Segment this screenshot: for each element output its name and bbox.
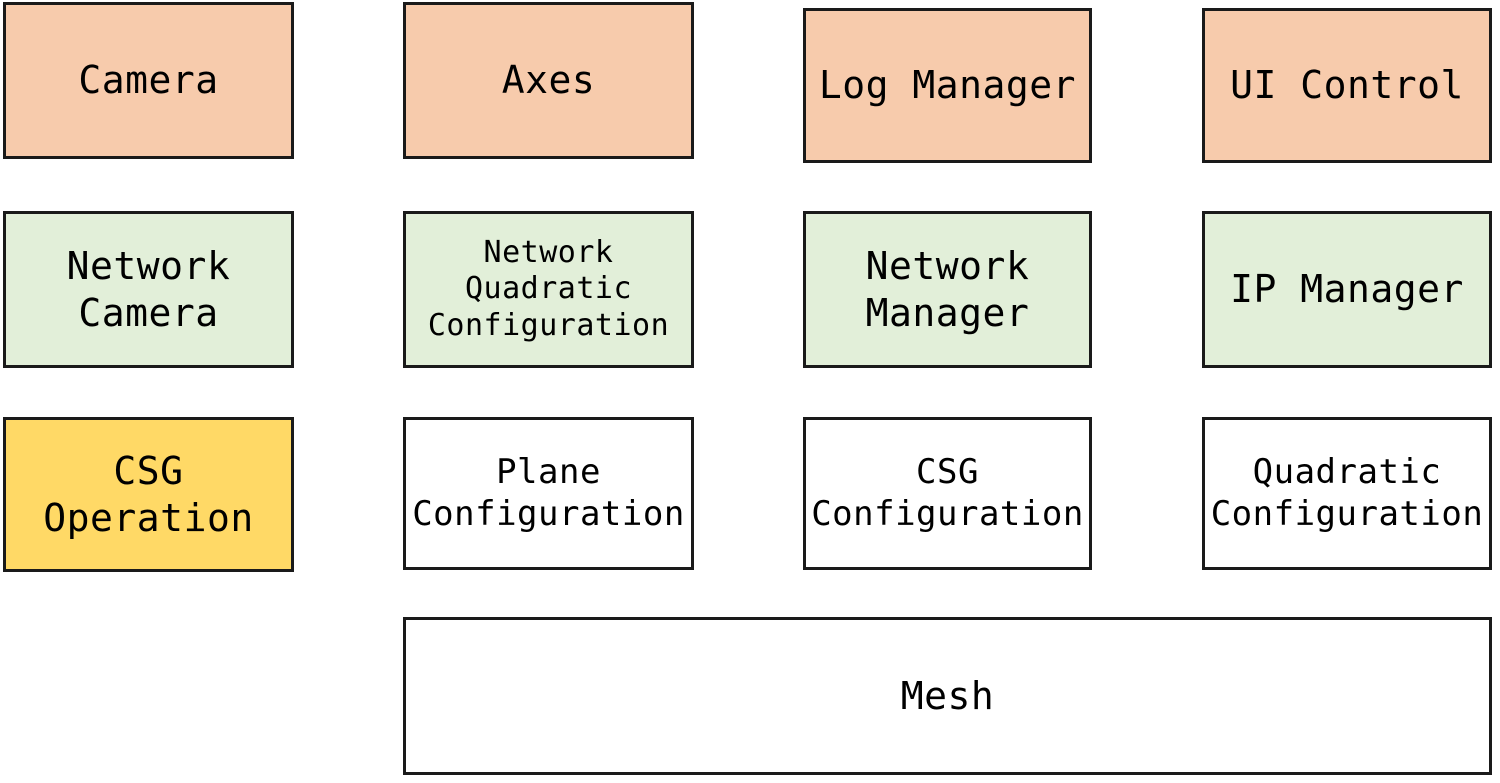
node-label: Quadratic Configuration bbox=[1210, 452, 1484, 534]
node-quadratic-configuration[interactable]: Quadratic Configuration bbox=[1202, 417, 1492, 570]
node-log-manager[interactable]: Log Manager bbox=[803, 8, 1092, 163]
node-label: Axes bbox=[501, 58, 596, 103]
node-csg-operation[interactable]: CSG Operation bbox=[3, 417, 294, 572]
node-axes[interactable]: Axes bbox=[403, 2, 694, 159]
node-plane-configuration[interactable]: Plane Configuration bbox=[403, 417, 694, 570]
node-label: Network Quadratic Configuration bbox=[427, 234, 670, 343]
node-csg-configuration[interactable]: CSG Configuration bbox=[803, 417, 1092, 570]
node-mesh[interactable]: Mesh bbox=[403, 617, 1492, 775]
node-label: Network Camera bbox=[66, 244, 231, 335]
node-label: UI Control bbox=[1230, 63, 1464, 108]
node-label: Camera bbox=[78, 58, 219, 103]
node-label: CSG Operation bbox=[43, 449, 254, 540]
node-label: Log Manager bbox=[818, 63, 1077, 108]
node-ip-manager[interactable]: IP Manager bbox=[1202, 211, 1492, 368]
node-label: CSG Configuration bbox=[811, 452, 1084, 534]
node-network-manager[interactable]: Network Manager bbox=[803, 211, 1092, 368]
node-label: Network Manager bbox=[865, 244, 1030, 335]
node-label: Mesh bbox=[900, 673, 995, 718]
node-label: Plane Configuration bbox=[412, 452, 685, 534]
node-network-camera[interactable]: Network Camera bbox=[3, 211, 294, 368]
node-network-quadratic-configuration[interactable]: Network Quadratic Configuration bbox=[403, 211, 694, 368]
node-camera[interactable]: Camera bbox=[3, 2, 294, 159]
node-ui-control[interactable]: UI Control bbox=[1202, 8, 1492, 163]
node-label: IP Manager bbox=[1230, 267, 1464, 312]
